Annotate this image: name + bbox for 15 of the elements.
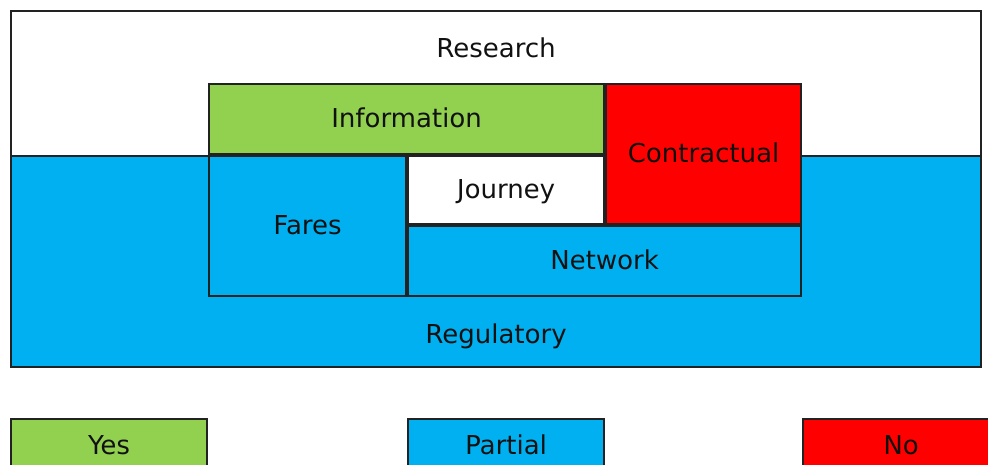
region-label: Information (331, 104, 482, 134)
legend-label: Yes (88, 431, 130, 461)
region-label: Research (436, 34, 556, 64)
region-label: Regulatory (425, 320, 567, 350)
region-box (605, 83, 802, 225)
region-box (407, 225, 802, 297)
legend-label: No (883, 431, 919, 461)
legend-label: Partial (465, 431, 547, 461)
region-label: Contractual (628, 139, 780, 169)
region-label: Fares (273, 211, 342, 241)
region-label: Network (550, 246, 659, 276)
region-label: Journey (456, 175, 556, 205)
region-box (208, 83, 605, 155)
region-box (407, 155, 605, 225)
region-box (208, 155, 407, 297)
